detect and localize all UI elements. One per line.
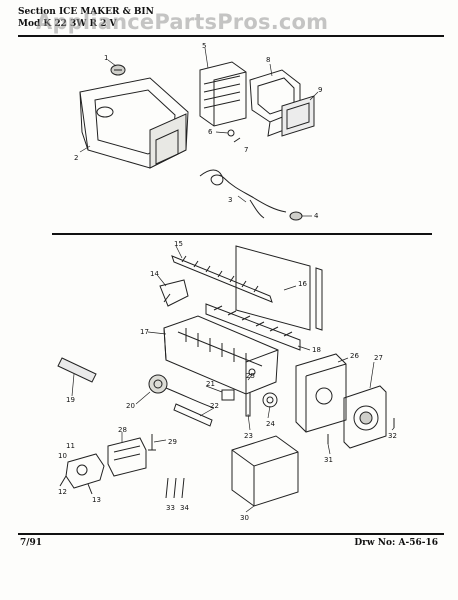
- callout-32: 32: [388, 432, 397, 440]
- callout-12: 12: [58, 488, 67, 496]
- section-title: Section ICE MAKER & BIN: [18, 7, 154, 17]
- screw-6: [227, 129, 235, 137]
- callout-31: 31: [324, 456, 333, 464]
- bin-knob: [110, 64, 126, 76]
- clip-7: [233, 137, 241, 143]
- ice-mold: [163, 315, 279, 395]
- motor-bracket: [199, 61, 247, 127]
- shutoff-arm: [159, 279, 189, 307]
- callout-1: 1: [104, 54, 108, 62]
- mounting-plate: [235, 245, 323, 331]
- callout-5: 5: [202, 42, 206, 50]
- callout-18: 18: [312, 346, 321, 354]
- callout-20: 20: [126, 402, 135, 410]
- callout-24: 24: [266, 420, 275, 428]
- callout-25: 25: [246, 372, 255, 380]
- callout-28: 28: [118, 426, 127, 434]
- callout-15: 15: [174, 240, 183, 248]
- part-21: [221, 389, 235, 401]
- wire-plug: [289, 211, 303, 221]
- page-header: Section ICE MAKER & BIN Mod K 22 3W R 2 …: [18, 6, 448, 30]
- callout-4: 4: [314, 212, 319, 220]
- stripper: [205, 303, 301, 351]
- watermark-text: AppliancePartsPros.com: [36, 10, 329, 34]
- callout-27: 27: [374, 354, 383, 362]
- motor-module: [343, 385, 387, 449]
- fitting-29: [148, 434, 156, 451]
- callout-17: 17: [140, 328, 149, 336]
- callout-7: 7: [244, 146, 248, 154]
- callout-6: 6: [208, 128, 213, 136]
- switch-assembly: [107, 437, 147, 477]
- callout-30: 30: [240, 514, 249, 522]
- part-23: [245, 392, 251, 417]
- callout-29: 29: [168, 438, 177, 446]
- callout-2: 2: [74, 154, 78, 162]
- callout-10: 10: [58, 452, 67, 460]
- section-divider: [52, 233, 432, 235]
- callout-8: 8: [266, 56, 270, 64]
- chute-door: [281, 95, 315, 137]
- heater-wire: [199, 169, 287, 219]
- callout-34: 34: [180, 504, 189, 512]
- callout-13: 13: [92, 496, 101, 504]
- callout-21: 21: [206, 380, 215, 388]
- callout-33: 33: [166, 504, 175, 512]
- callout-22: 22: [210, 402, 219, 410]
- fill-tube: [57, 357, 97, 383]
- control-housing: [295, 353, 347, 433]
- ice-bin: [79, 77, 189, 169]
- callout-14: 14: [150, 270, 159, 278]
- ice-box: [231, 435, 299, 507]
- revision-date: 7/91: [20, 538, 43, 548]
- part-22: [173, 403, 213, 427]
- header-rule: [18, 35, 444, 37]
- callout-19: 19: [66, 396, 75, 404]
- ejector-rake: [171, 255, 273, 303]
- callout-3: 3: [228, 196, 232, 204]
- callout-16: 16: [298, 280, 307, 288]
- callout-26: 26: [350, 352, 359, 360]
- footer-rule: [18, 533, 444, 535]
- drive-gear: [262, 392, 278, 408]
- screws-33-34: [165, 477, 185, 499]
- water-valve: [59, 453, 105, 495]
- drawing-number: Drw No: A-56-16: [354, 538, 438, 548]
- thermostat: [148, 374, 215, 409]
- callout-11: 11: [66, 442, 75, 450]
- callout-9: 9: [318, 86, 322, 94]
- callout-23: 23: [244, 432, 253, 440]
- model-line: Mod K 22 3W R 2 V: [18, 19, 117, 29]
